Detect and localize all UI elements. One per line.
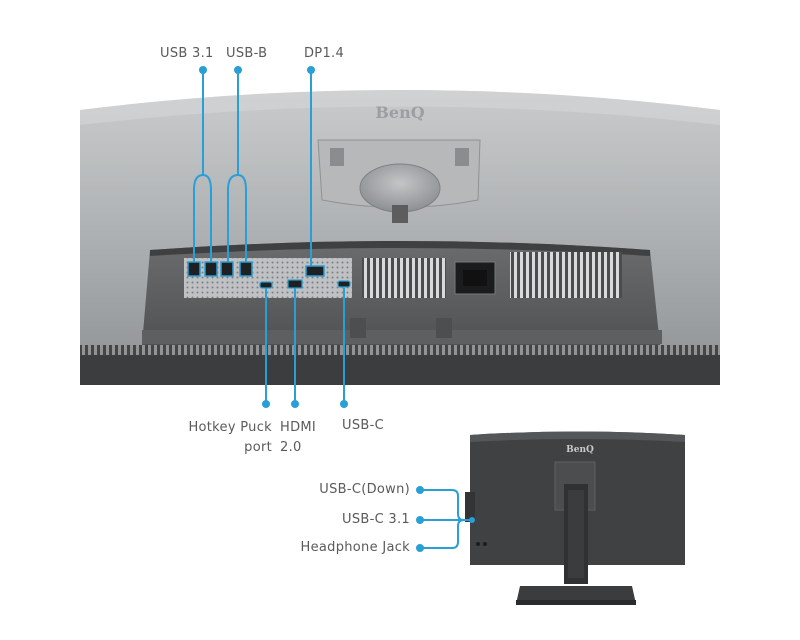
label-usb-3-1: USB 3.1: [160, 46, 214, 61]
label-dp-1-4: DP1.4: [304, 46, 345, 61]
label-hotkey-puck-port: Hotkey Puck port: [182, 418, 272, 458]
stand-disc: [359, 163, 441, 213]
monitor-full-view: BenQ: [465, 431, 685, 605]
label-usb-c-down: USB-C(Down): [319, 482, 410, 497]
vent-left: [362, 258, 446, 298]
label-hdmi-line2: 2.0: [280, 440, 302, 455]
callout-lines-bottom: [265, 288, 345, 404]
label-hotkey-line2: port: [244, 440, 272, 455]
power-socket: [454, 261, 496, 295]
label-usb-b: USB-B: [226, 46, 268, 61]
benq-logo-small: BenQ: [566, 445, 594, 455]
vent-right: [510, 252, 622, 298]
label-hdmi-line1: HDMI: [280, 420, 317, 435]
label-headphone-jack: Headphone Jack: [300, 540, 410, 555]
label-hotkey-line1: Hotkey Puck: [188, 420, 272, 435]
callout-lines-side: [420, 489, 472, 549]
callout-lines-top: [193, 70, 312, 266]
benq-logo-emboss: BenQ: [375, 103, 424, 122]
label-hdmi-2-0: HDMI 2.0: [280, 418, 316, 458]
label-usb-c-3-1: USB-C 3.1: [342, 512, 410, 527]
label-usb-c: USB-C: [342, 418, 384, 433]
